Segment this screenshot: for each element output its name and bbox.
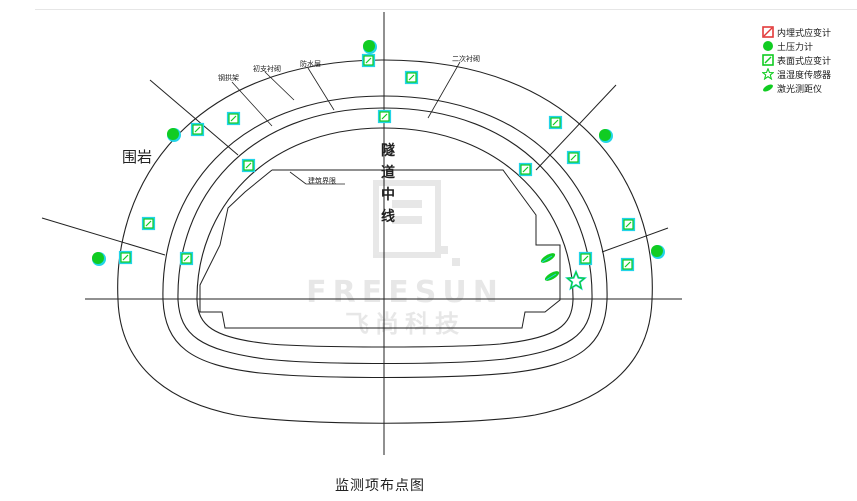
earth-pressure-cell-marker xyxy=(599,129,613,143)
earth-pressure-cell-marker xyxy=(363,40,377,54)
earth-pressure-cell-marker xyxy=(92,252,106,266)
diagram-labels: 围岩 钢拱架 初支衬砌 防水层 二次衬砌 建筑界限 隧 道 中 线 xyxy=(122,54,480,225)
steel-arch-label: 钢拱架 xyxy=(218,73,239,82)
sensor-markers xyxy=(92,40,665,291)
surface-strain-gauge-marker xyxy=(621,217,636,232)
earth-pressure-cell-marker xyxy=(167,128,181,142)
outer-lining-contour xyxy=(117,59,653,424)
leader-lines xyxy=(231,61,461,185)
surface-strain-gauge-marker xyxy=(361,53,376,68)
laser-rangefinder-icon xyxy=(763,84,773,92)
tunnel-monitoring-diagram: FREESUN 飞尚科技 围岩 钢拱架 初支衬砌 防水层 二次衬砌 建筑界限 xyxy=(41,12,682,455)
legend-item-temp-humidity: 温湿度传感器 xyxy=(762,67,831,81)
watermark: FREESUN 飞尚科技 xyxy=(306,180,504,338)
initial-support-label: 初支衬砌 xyxy=(253,64,281,73)
watermark-brand: FREESUN xyxy=(306,275,504,310)
surface-strain-gauge-marker xyxy=(620,257,635,272)
temperature-humidity-sensor-icon xyxy=(762,68,774,80)
legend-item-surface-strain: 表面式应变计 xyxy=(762,53,831,67)
embedded-strain-gauge-icon xyxy=(762,26,774,38)
initial-support-contour xyxy=(162,95,608,379)
laser-rangefinder-marker xyxy=(540,253,556,263)
surface-strain-gauge-marker xyxy=(578,251,593,266)
earth-pressure-cell-icon xyxy=(763,41,773,51)
waterproof-layer-label: 防水层 xyxy=(300,59,321,68)
secondary-lining-contour xyxy=(196,127,574,348)
surface-strain-gauge-marker xyxy=(548,115,563,130)
legend-item-laser-rangefinder: 激光测距仪 xyxy=(762,81,831,95)
radial-line-upper-left xyxy=(149,79,239,156)
svg-text:隧: 隧 xyxy=(381,142,395,159)
watermark-cn: 飞尚科技 xyxy=(345,310,465,338)
centerline-label: 隧 道 中 线 xyxy=(381,142,395,225)
waterproof-layer-contour xyxy=(177,107,593,365)
tunnel-boundary-label: 建筑界限 xyxy=(308,176,336,185)
surrounding-rock-label: 围岩 xyxy=(122,148,152,166)
legend-item-earth-pressure: 土压力计 xyxy=(762,39,831,53)
surface-strain-gauge-marker xyxy=(377,109,392,124)
radial-lines xyxy=(41,12,682,455)
top-divider xyxy=(35,9,857,10)
surface-strain-gauge-marker xyxy=(190,122,205,137)
legend-item-embedded-strain: 内埋式应变计 xyxy=(762,25,831,39)
laser-rangefinder-marker xyxy=(544,271,560,281)
surface-strain-gauge-marker xyxy=(226,111,241,126)
surface-strain-gauge-marker xyxy=(118,250,133,265)
earth-pressure-cell-marker xyxy=(651,245,665,259)
surface-strain-gauge-icon xyxy=(762,54,774,66)
tunnel-clearance-outline xyxy=(199,169,561,329)
surface-strain-gauge-marker xyxy=(566,150,581,165)
surface-strain-gauge-marker xyxy=(241,158,256,173)
radial-line-left xyxy=(41,217,166,256)
surface-strain-gauge-marker xyxy=(141,216,156,231)
surface-strain-gauge-marker xyxy=(518,162,533,177)
lining-contours xyxy=(117,59,653,424)
radial-line-right xyxy=(601,227,669,253)
temperature-humidity-sensor-marker xyxy=(564,269,588,291)
svg-text:线: 线 xyxy=(381,208,395,225)
surface-strain-gauge-marker xyxy=(404,70,419,85)
svg-text:中: 中 xyxy=(381,186,395,203)
radial-line-upper-right xyxy=(535,84,617,171)
diagram-caption: 监测项布点图 xyxy=(335,478,425,494)
svg-text:道: 道 xyxy=(381,164,395,181)
surface-strain-gauge-marker xyxy=(179,251,194,266)
legend: 内埋式应变计 土压力计 表面式应变计 温湿度传感器 激光测距仪 xyxy=(762,25,831,95)
secondary-lining-label: 二次衬砌 xyxy=(452,54,480,63)
